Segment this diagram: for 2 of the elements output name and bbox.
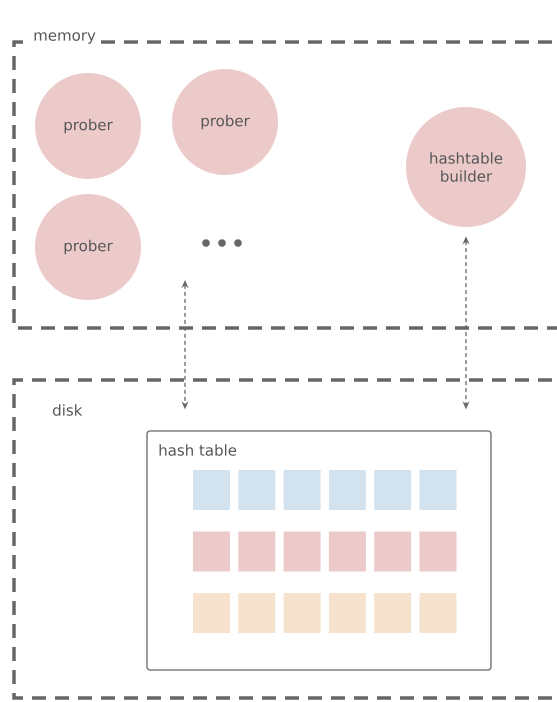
node-label: memory: [34, 32, 96, 44]
hash-table-box: hash table: [146, 430, 492, 671]
